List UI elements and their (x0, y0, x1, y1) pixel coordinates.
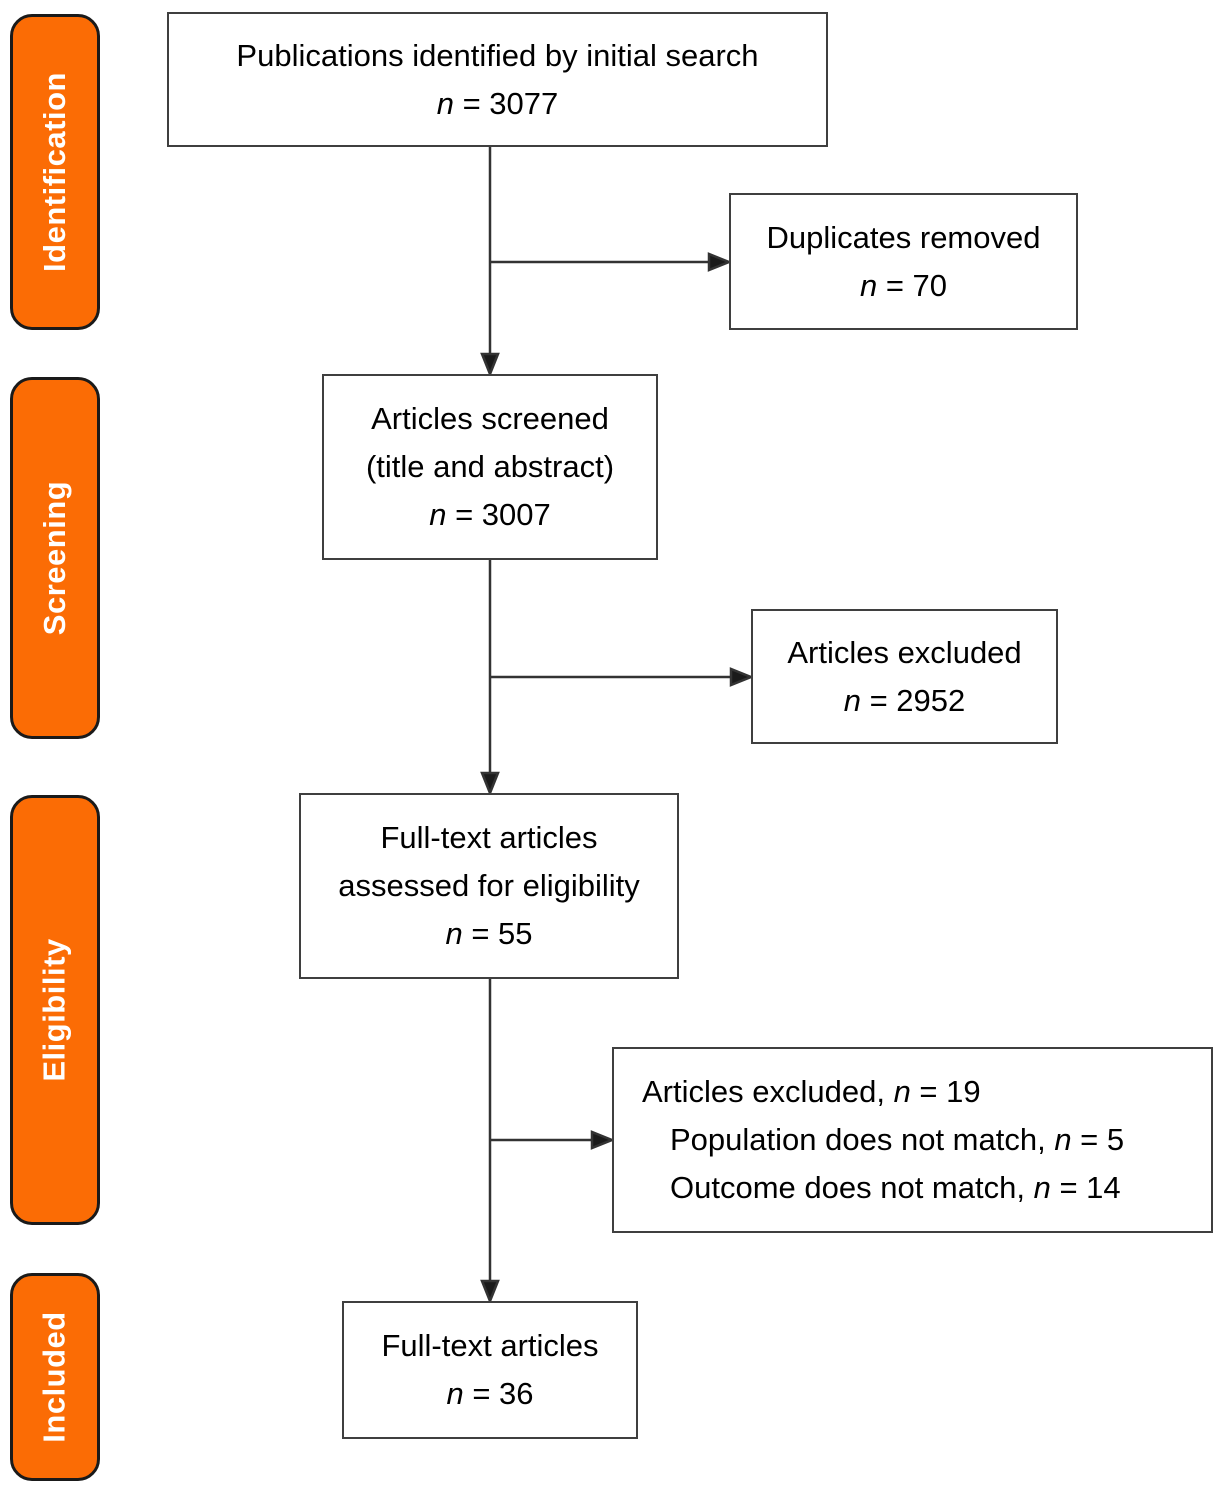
box-publications-identified-text: Publications identified by initial searc… (236, 37, 759, 73)
box-articles-excluded-screening-count: n = 2952 (843, 682, 966, 718)
arrowhead-eligibility-to-included (480, 1279, 500, 1305)
excluded-eligibility-row-total: Articles excluded, n = 19 (642, 1074, 981, 1109)
stage-screening-label: Screening (37, 480, 73, 636)
box-articles-screened-subtext: (title and abstract) (365, 449, 615, 484)
box-articles-screened: Articles screened (title and abstract) n… (322, 374, 658, 560)
box-articles-excluded-screening-text: Articles excluded (787, 634, 1022, 670)
box-duplicates-removed-count: n = 70 (859, 267, 948, 303)
excluded-eligibility-row-outcome: Outcome does not match, n = 14 (670, 1170, 1121, 1205)
arrowhead-to-duplicates (707, 252, 733, 272)
box-fulltext-assessed-text: Full-text articles (380, 820, 598, 855)
n-symbol: n (843, 682, 861, 718)
box-duplicates-removed: Duplicates removed n = 70 (729, 193, 1078, 330)
box-fulltext-assessed-subtext: assessed for eligibility (338, 868, 640, 903)
box-publications-identified: Publications identified by initial searc… (167, 12, 828, 147)
stage-included-label: Included (37, 1311, 73, 1443)
n-symbol: n (436, 85, 454, 121)
n-symbol: n (446, 1376, 464, 1411)
n-symbol: n (1054, 1122, 1072, 1157)
arrowhead-to-excluded-eligibility (590, 1130, 616, 1150)
n-symbol: n (859, 267, 878, 303)
box-fulltext-assessed: Full-text articles assessed for eligibil… (299, 793, 679, 979)
stage-included: Included (10, 1273, 100, 1481)
stage-identification: Identification (10, 14, 100, 330)
box-duplicates-removed-text: Duplicates removed (766, 219, 1041, 255)
box-fulltext-included-count: n = 36 (446, 1376, 534, 1411)
box-articles-excluded-eligibility: Articles excluded, n = 19 Population doe… (612, 1047, 1213, 1233)
n-symbol: n (893, 1074, 911, 1109)
stage-screening: Screening (10, 377, 100, 739)
box-fulltext-assessed-count: n = 55 (445, 916, 533, 951)
stage-eligibility-label: Eligibility (37, 938, 73, 1082)
arrowhead-to-excluded-screening (729, 667, 755, 687)
box-fulltext-included-text: Full-text articles (381, 1328, 599, 1363)
stage-eligibility: Eligibility (10, 795, 100, 1225)
n-symbol: n (1033, 1170, 1051, 1205)
box-publications-identified-count: n = 3077 (436, 85, 559, 121)
arrowhead-identified-to-screened (480, 352, 500, 378)
n-symbol: n (445, 916, 463, 951)
n-symbol: n (429, 497, 447, 532)
arrowhead-screened-to-eligibility (480, 771, 500, 797)
box-articles-excluded-screening: Articles excluded n = 2952 (751, 609, 1058, 744)
box-fulltext-included: Full-text articles n = 36 (342, 1301, 638, 1439)
box-articles-screened-count: n = 3007 (429, 497, 551, 532)
excluded-eligibility-row-population: Population does not match, n = 5 (670, 1122, 1125, 1157)
stage-identification-label: Identification (37, 72, 73, 272)
box-articles-screened-text: Articles screened (371, 401, 609, 436)
